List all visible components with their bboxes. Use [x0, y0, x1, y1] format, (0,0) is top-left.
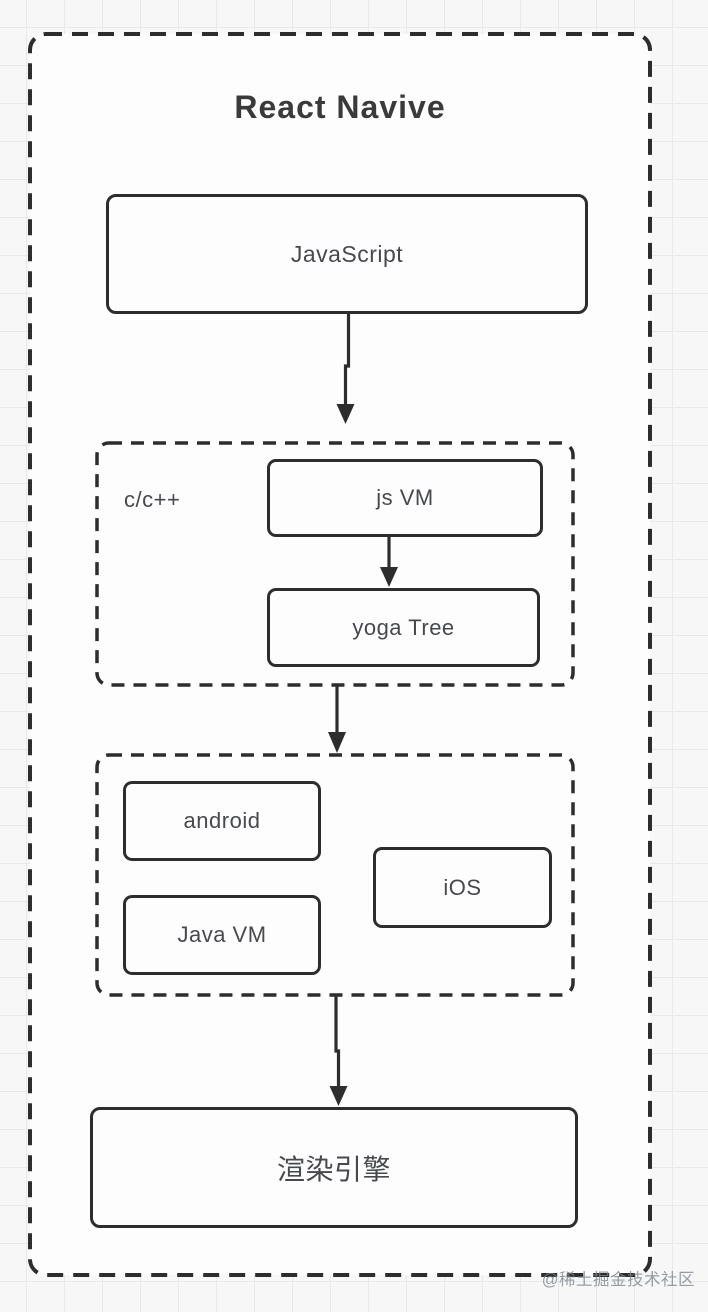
node-java-vm: Java VM — [123, 895, 321, 975]
edge-line — [343, 314, 351, 406]
arrowhead-down-icon — [329, 1086, 348, 1106]
node-yoga-tree-label: yoga Tree — [352, 614, 455, 640]
node-render-engine-label: 渲染引擎 — [276, 1153, 391, 1185]
node-android-label: android — [183, 808, 261, 833]
node-android: android — [123, 781, 321, 861]
edge-platform-to-render — [329, 996, 348, 1106]
node-js-vm: js VM — [267, 459, 543, 537]
group-platform-frame — [95, 753, 575, 997]
group-cpp-label: c/c++ — [124, 487, 181, 512]
node-javascript: JavaScript — [106, 194, 588, 314]
node-js-vm-label: js VM — [376, 485, 434, 510]
node-ios-label: iOS — [443, 874, 482, 900]
node-yoga-tree: yoga Tree — [267, 588, 540, 667]
node-render-engine: 渲染引擎 — [90, 1107, 578, 1228]
edge-jsvm-to-yogatree — [380, 537, 398, 587]
arrowhead-down-icon — [380, 567, 398, 587]
node-ios: iOS — [373, 847, 552, 928]
edge-line — [334, 996, 341, 1088]
arrowhead-down-icon — [328, 732, 346, 753]
watermark: @稀土掘金技术社区 — [541, 1271, 695, 1289]
diagram-title: React Navive — [234, 89, 446, 125]
node-java-vm-label: Java VM — [177, 922, 267, 947]
node-javascript-label: JavaScript — [290, 240, 404, 267]
arrowhead-down-icon — [336, 404, 355, 424]
edge-cpp-to-platform — [328, 686, 346, 753]
edge-javascript-to-cpp — [336, 314, 355, 424]
group-cpp-frame — [95, 441, 575, 687]
